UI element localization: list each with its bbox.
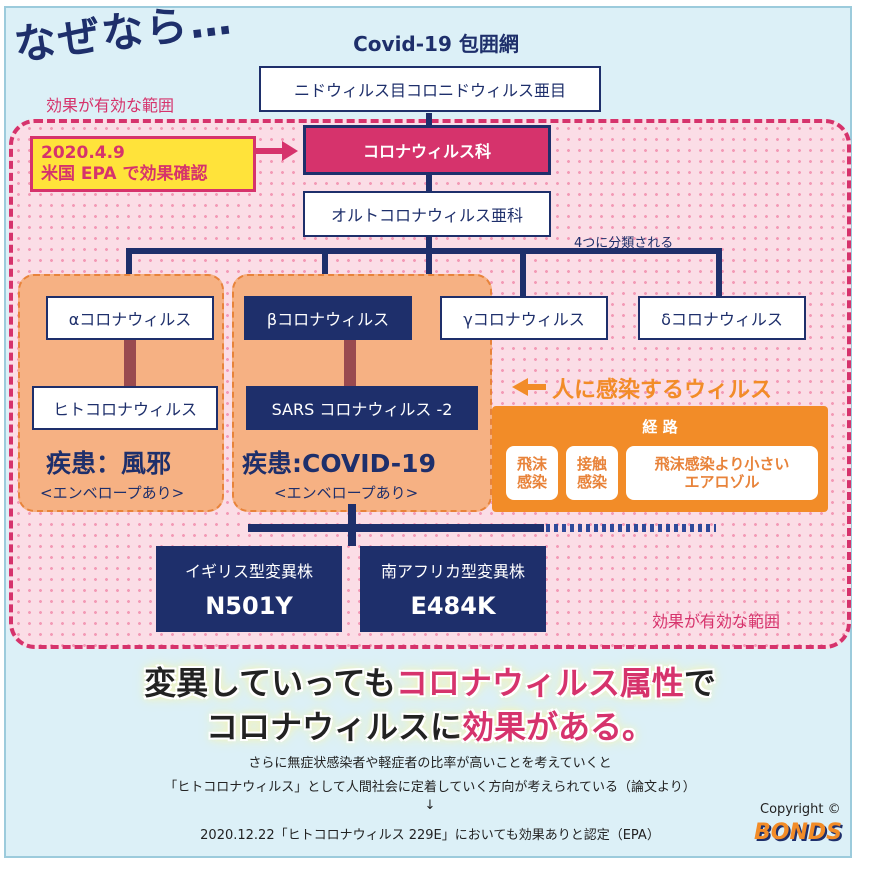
order-box: ニドウィルス目コロニドウィルス亜目 bbox=[259, 66, 601, 112]
dotted-extension bbox=[546, 524, 716, 532]
branch-delta-line bbox=[716, 248, 722, 296]
footnote-arrow: ↓ bbox=[424, 798, 436, 813]
route-droplet: 飛沫 感染 bbox=[506, 446, 558, 500]
infect-label: 人に感染するウィルス bbox=[552, 378, 773, 403]
variant-sa: 南アフリカ型変異株 E484K bbox=[360, 546, 546, 632]
nazenara-heading: なぜなら… bbox=[11, 0, 236, 70]
alpha-child-box: ヒトコロナウィルス bbox=[32, 386, 218, 430]
genus-delta: δコロナウィルス bbox=[638, 296, 806, 340]
branch-beta-line bbox=[322, 248, 328, 296]
variant-sa-code: E484K bbox=[410, 592, 496, 620]
diagram-panel: なぜなら… Covid-19 包囲網 効果が有効な範囲 ニドウィルス目コロニドウ… bbox=[4, 0, 854, 858]
headline-line2: コロナウィルスに効果がある。 bbox=[6, 702, 854, 748]
variant-uk-code: N501Y bbox=[205, 592, 293, 620]
beta-envelope: <エンベロープあり> bbox=[274, 484, 419, 502]
route-title: 経 路 bbox=[642, 418, 678, 436]
infect-arrow-shaft bbox=[526, 384, 546, 390]
branch-alpha-line bbox=[126, 248, 132, 296]
subfamily-box: オルトコロナウィルス亜科 bbox=[303, 191, 551, 237]
alpha-envelope: <エンベロープあり> bbox=[40, 484, 185, 502]
headline-1c: で bbox=[683, 664, 716, 702]
beta-disease: 疾患:COVID-19 bbox=[242, 449, 436, 478]
footnote-3: 2020.12.22「ヒトコロナウィルス 229E」においても効果ありと認定（E… bbox=[200, 828, 660, 843]
beta-child-line bbox=[344, 338, 356, 390]
epa-note-date: 2020.4.9 bbox=[41, 143, 125, 163]
beta-child-box: SARS コロナウィルス -2 bbox=[246, 386, 478, 430]
range-label-top: 効果が有効な範囲 bbox=[46, 96, 175, 115]
genus-gamma: γコロナウィルス bbox=[440, 296, 608, 340]
variant-sa-name: 南アフリカ型変異株 bbox=[380, 562, 525, 581]
headline-2b: 効果がある。 bbox=[462, 708, 655, 746]
copyright-text: Copyright © bbox=[760, 802, 841, 817]
genus-alpha: αコロナウィルス bbox=[46, 296, 214, 340]
family-box: コロナウィルス科 bbox=[303, 125, 551, 175]
variant-branch-line bbox=[248, 524, 544, 532]
alpha-disease: 疾患：風邪 bbox=[46, 449, 172, 478]
footnote-2: 「ヒトコロナウィルス」として人間社会に定着していく方向が考えられている（論文より… bbox=[164, 780, 696, 795]
route-aerosol: 飛沫感染より小さい エアロゾル bbox=[626, 446, 818, 500]
genus-beta: βコロナウィルス bbox=[244, 296, 412, 340]
headline-1b: コロナウィルス属性 bbox=[395, 664, 684, 702]
epa-note-text: 米国 EPA で効果確認 bbox=[41, 164, 208, 184]
note-arrow-shaft bbox=[256, 148, 284, 154]
note-arrow-head bbox=[282, 141, 298, 161]
epa-note: 2020.4.9 米国 EPA で効果確認 bbox=[30, 136, 256, 192]
classified-note: 4つに分類される bbox=[574, 236, 674, 251]
headline-2a: コロナウィルスに bbox=[205, 708, 462, 746]
branch-gamma-line bbox=[520, 248, 526, 296]
alpha-child-line bbox=[124, 338, 136, 390]
branch-line bbox=[126, 248, 722, 254]
infect-arrow-head bbox=[512, 378, 528, 396]
footnote-1: さらに無症状感染者や軽症者の比率が高いことを考えていくと bbox=[248, 756, 612, 771]
route-contact: 接触 感染 bbox=[566, 446, 618, 500]
range-label-bottom: 効果が有効な範囲 bbox=[652, 612, 781, 631]
headline-1a: 変異していっても bbox=[144, 664, 396, 702]
diagram-title: Covid-19 包囲網 bbox=[353, 32, 519, 56]
bonds-logo: BONDS bbox=[754, 820, 842, 845]
variant-uk-name: イギリス型変異株 bbox=[184, 562, 313, 581]
headline-line1: 変異していってもコロナウィルス属性で bbox=[6, 658, 854, 704]
variant-uk: イギリス型変異株 N501Y bbox=[156, 546, 342, 632]
